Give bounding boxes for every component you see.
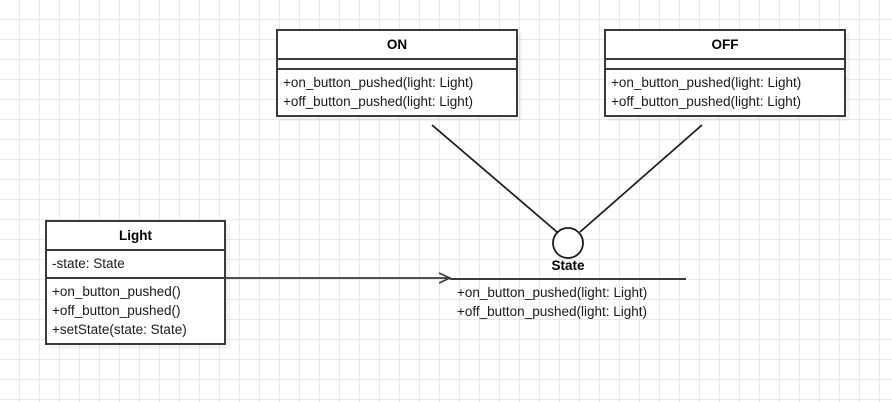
class-off-operations: +on_button_pushed(light: Light) +off_but… [606,68,844,115]
uml-interface-state[interactable]: State +on_button_pushed(light: Light) +o… [450,258,686,321]
uml-class-off[interactable]: OFF +on_button_pushed(light: Light) +off… [604,29,846,117]
connector-off-to-state [579,124,703,233]
interface-state-divider [450,278,686,280]
class-on-operation: +off_button_pushed(light: Light) [283,94,474,109]
class-off-attributes [606,58,844,68]
class-light-operation: +off_button_pushed() [52,303,181,318]
class-light-operation: +on_button_pushed() [52,284,181,299]
class-off-operation: +off_button_pushed(light: Light) [611,94,802,109]
class-off-operation: +on_button_pushed(light: Light) [611,75,802,90]
interface-state-operation: +off_button_pushed(light: Light) [457,304,648,319]
connector-on-to-state [431,124,558,233]
class-light-title: Light [119,228,152,243]
interface-ball-icon [552,227,584,259]
interface-state-operations: +on_button_pushed(light: Light) +off_but… [450,280,686,321]
class-on-operations: +on_button_pushed(light: Light) +off_but… [278,68,516,115]
uml-class-light[interactable]: Light -state: State +on_button_pushed() … [45,220,226,345]
class-on-operation: +on_button_pushed(light: Light) [283,75,474,90]
class-on-title: ON [386,37,408,52]
class-light-attribute: -state: State [52,256,125,271]
class-light-operation: +setState(state: State) [52,322,187,337]
interface-state-title: State [551,258,585,273]
class-light-attributes: -state: State [47,249,224,277]
class-on-attributes [278,58,516,68]
class-off-title: OFF [711,37,739,52]
uml-class-on[interactable]: ON +on_button_pushed(light: Light) +off_… [276,29,518,117]
interface-state-operation: +on_button_pushed(light: Light) [457,285,648,300]
class-light-operations: +on_button_pushed() +off_button_pushed()… [47,277,224,343]
